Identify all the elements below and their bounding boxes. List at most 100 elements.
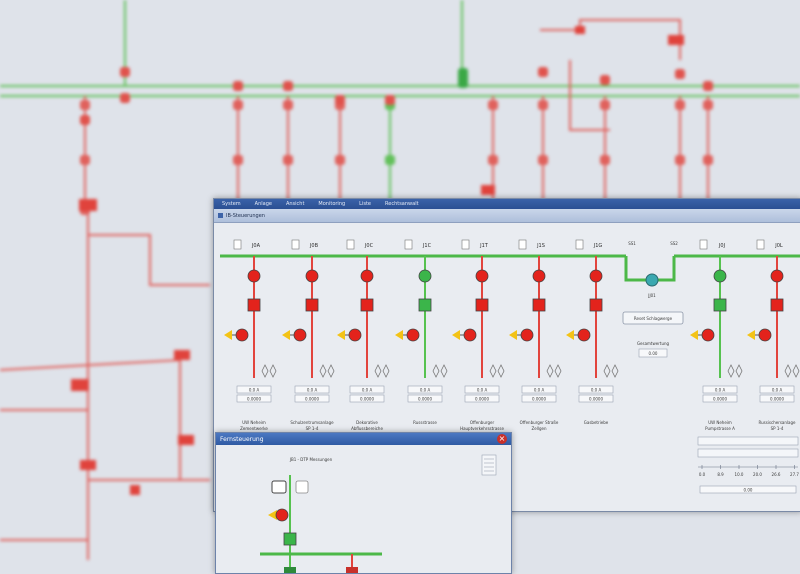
arrow-icon	[690, 330, 698, 340]
menu-item-anlage[interactable]: Anlage	[254, 201, 272, 207]
earth-switch[interactable]	[348, 328, 362, 342]
scale-value-field	[699, 485, 797, 494]
circuit-breaker[interactable]	[589, 298, 603, 312]
disconnector[interactable]	[713, 269, 727, 283]
circuit-breaker[interactable]	[418, 298, 432, 312]
document-icon[interactable]	[461, 239, 470, 250]
close-icon[interactable]: ×	[497, 434, 507, 444]
circuit-breaker[interactable]	[475, 298, 489, 312]
scale-tick-label: 26.6	[772, 472, 781, 477]
feeder-label: Zellgen	[532, 426, 547, 431]
bg-switch	[458, 68, 468, 88]
plug-icon[interactable]	[295, 480, 309, 494]
window-titlebar: IB-Steuerungen	[214, 209, 800, 223]
document-icon[interactable]	[346, 239, 355, 250]
power-value: 0.0000	[713, 397, 727, 402]
bg-switch	[283, 81, 293, 91]
earth-switch[interactable]	[406, 328, 420, 342]
bg-switch	[283, 100, 293, 110]
feeder-id: J0J	[718, 243, 725, 249]
earth-switch[interactable]	[293, 328, 307, 342]
menu-item-system[interactable]: System	[222, 201, 241, 207]
earth-switch[interactable]	[463, 328, 477, 342]
disconnector[interactable]	[284, 567, 296, 573]
feeder-label: Schulzentrumsanlage	[290, 420, 334, 425]
bg-switch	[80, 100, 90, 110]
document-icon[interactable]	[404, 239, 413, 250]
disconnector[interactable]	[305, 269, 319, 283]
disconnector[interactable]	[532, 269, 546, 283]
feeder-id: J1S	[536, 243, 545, 249]
menu-item-monitoring[interactable]: Monitoring	[318, 201, 346, 207]
earth-switch[interactable]	[235, 328, 249, 342]
document-icon[interactable]	[291, 239, 300, 250]
document-icon[interactable]	[756, 239, 765, 250]
feeder-id: J0A	[251, 243, 261, 249]
circuit-breaker[interactable]	[770, 298, 784, 312]
window-title: IB-Steuerungen	[226, 212, 265, 219]
power-value: 0.0000	[247, 397, 261, 402]
disconnector[interactable]	[360, 269, 374, 283]
document-icon[interactable]	[518, 239, 527, 250]
reset-button[interactable]	[622, 311, 684, 325]
sub-window-titlebar: Fernsteuerung	[216, 433, 511, 445]
current-value: 0.0 A	[307, 388, 318, 393]
bg-switch	[174, 350, 190, 360]
value-field	[578, 385, 614, 394]
document-icon[interactable]	[233, 239, 242, 250]
feeder-label: Offenburger Straße	[520, 420, 559, 425]
disconnector[interactable]	[346, 567, 358, 573]
disconnector[interactable]	[247, 269, 261, 283]
bg-switch	[703, 100, 713, 110]
circuit-breaker[interactable]	[713, 298, 727, 312]
current-value: 0.0 A	[362, 388, 373, 393]
document-icon[interactable]	[699, 239, 708, 250]
coupler-breaker[interactable]	[645, 273, 659, 287]
disconnector[interactable]	[475, 269, 489, 283]
menu-item-extra[interactable]: Rechtsanwalt	[385, 201, 419, 207]
disconnector[interactable]	[418, 269, 432, 283]
value-field	[236, 385, 272, 394]
sub-window-title: Fernsteuerung	[220, 435, 264, 443]
power-value: 0.0000	[305, 397, 319, 402]
feeder-label: Offenburger	[470, 420, 495, 425]
value-field	[349, 394, 385, 403]
value-field	[407, 385, 443, 394]
transformer-icon	[489, 364, 505, 378]
feeder-label: Russstrasse	[413, 420, 437, 425]
monitor-icon[interactable]	[271, 480, 287, 494]
earth-switch[interactable]	[701, 328, 715, 342]
earth-switch[interactable]	[758, 328, 772, 342]
disconnector[interactable]	[770, 269, 784, 283]
feeder-label: Hauptverkehrsstrasse	[460, 426, 504, 431]
power-value: 0.0000	[770, 397, 784, 402]
bg-switch	[178, 435, 194, 445]
bg-switch	[80, 155, 90, 165]
earth-switch[interactable]	[577, 328, 591, 342]
circuit-breaker[interactable]	[532, 298, 546, 312]
menu-item-liste[interactable]: Liste	[359, 201, 371, 207]
arrow-icon	[282, 330, 290, 340]
menu-item-ansicht[interactable]: Ansicht	[285, 201, 305, 207]
earth-switch[interactable]	[275, 508, 289, 522]
earth-switch[interactable]	[520, 328, 534, 342]
bg-switch	[120, 67, 130, 77]
current-value: 0.0 A	[420, 388, 431, 393]
scale-tick-label: 10.0	[735, 472, 744, 477]
document-icon[interactable]	[575, 239, 584, 250]
circuit-breaker[interactable]	[305, 298, 319, 312]
feeder-label: Dekorative	[356, 420, 378, 425]
current-value: 0.0 A	[249, 388, 260, 393]
scale-tick-label: 20.0	[753, 472, 762, 477]
circuit-breaker[interactable]	[360, 298, 374, 312]
circuit-breaker[interactable]	[247, 298, 261, 312]
circuit-breaker[interactable]	[283, 532, 297, 546]
disconnector[interactable]	[589, 269, 603, 283]
bg-switch	[385, 95, 395, 105]
feeder-label: SP 1-4	[771, 426, 784, 431]
bg-switch	[538, 100, 548, 110]
bg-switch	[703, 81, 713, 91]
value-field	[702, 394, 738, 403]
bg-switch	[488, 155, 498, 165]
